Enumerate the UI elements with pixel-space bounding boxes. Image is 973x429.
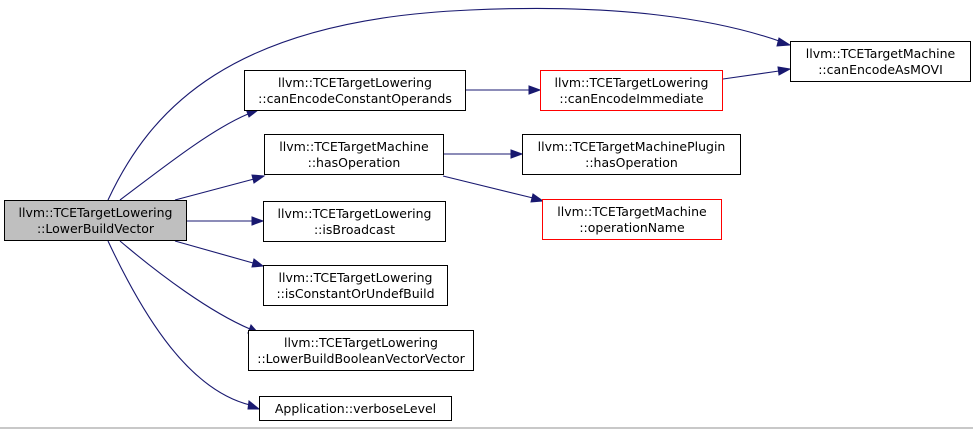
node-label-line2: ::isConstantOrUndefBuild: [276, 285, 435, 301]
arrowhead: [777, 66, 792, 76]
node-label-line2: ::canEncodeAsMOVI: [818, 61, 943, 77]
node-label-line2: ::canEncodeImmediate: [559, 90, 704, 106]
arrowhead: [247, 400, 261, 410]
node-label-line2: ::LowerBuildBooleanVectorVector: [257, 350, 465, 366]
edge-root-to-is-constant-or-undef-build: [174, 240, 254, 264]
node-can-encode-constant-operands[interactable]: llvm::TCETargetLowering ::canEncodeConst…: [244, 70, 466, 111]
node-has-operation[interactable]: llvm::TCETargetMachine ::hasOperation: [264, 134, 444, 175]
node-label-line1: llvm::TCETargetMachine: [805, 45, 956, 61]
edge-has-operation-to-operation-name: [442, 175, 534, 199]
arrowhead: [776, 37, 792, 47]
arrowhead: [251, 216, 265, 226]
node-verbose-level[interactable]: Application::verboseLevel: [259, 396, 452, 421]
node-label-line2: ::LowerBuildVector: [36, 220, 155, 236]
node-label-line1: llvm::TCETargetMachinePlugin: [537, 138, 726, 154]
node-operation-name[interactable]: llvm::TCETargetMachine ::operationName: [542, 199, 722, 240]
arrowhead: [510, 149, 524, 159]
edge-immediate-to-movi: [722, 70, 780, 80]
edge-root-to-lower-build-boolean-vector-vector: [119, 240, 251, 330]
edge-root-to-can-encode-as-movi: [107, 7, 783, 201]
arrowhead: [251, 174, 266, 184]
edge-root-to-verbose-level: [107, 240, 251, 406]
node-label-line2: ::isBroadcast: [313, 221, 396, 237]
node-label-line2: ::operationName: [579, 219, 685, 235]
node-label-line1: llvm::TCETargetLowering: [278, 74, 432, 90]
node-label-line1: llvm::TCETargetLowering: [554, 74, 709, 90]
node-label-line1: llvm::TCETargetLowering: [284, 334, 438, 350]
node-label-line2: ::hasOperation: [307, 154, 401, 170]
edge-root-to-has-operation: [174, 178, 255, 201]
node-is-constant-or-undef-build[interactable]: llvm::TCETargetLowering ::isConstantOrUn…: [263, 265, 448, 306]
bottom-divider: [0, 427, 973, 429]
node-lower-build-vector: llvm::TCETargetLowering ::LowerBuildVect…: [4, 200, 187, 241]
node-label-line1: llvm::TCETargetMachine: [557, 203, 707, 219]
edge-root-to-can-encode-constant-operands: [119, 113, 249, 201]
node-label-line1: Application::verboseLevel: [274, 400, 437, 416]
node-lower-build-boolean-vector-vector[interactable]: llvm::TCETargetLowering ::LowerBuildBool…: [248, 330, 474, 371]
arrowhead: [251, 258, 265, 268]
arrowhead: [530, 193, 545, 203]
node-label-line1: llvm::TCETargetLowering: [278, 269, 433, 285]
arrowhead: [528, 85, 542, 95]
node-is-broadcast[interactable]: llvm::TCETargetLowering ::isBroadcast: [263, 201, 446, 242]
node-label-line2: ::canEncodeConstantOperands: [258, 90, 452, 106]
node-can-encode-immediate[interactable]: llvm::TCETargetLowering ::canEncodeImmed…: [540, 70, 723, 111]
node-label-line1: llvm::TCETargetLowering: [18, 204, 173, 220]
node-can-encode-as-movi[interactable]: llvm::TCETargetMachine ::canEncodeAsMOVI: [790, 41, 971, 82]
node-label-line1: llvm::TCETargetLowering: [277, 205, 432, 221]
node-label-line2: ::hasOperation: [585, 154, 678, 170]
node-label-line1: llvm::TCETargetMachine: [279, 138, 429, 154]
node-plugin-has-operation[interactable]: llvm::TCETargetMachinePlugin ::hasOperat…: [522, 134, 741, 175]
